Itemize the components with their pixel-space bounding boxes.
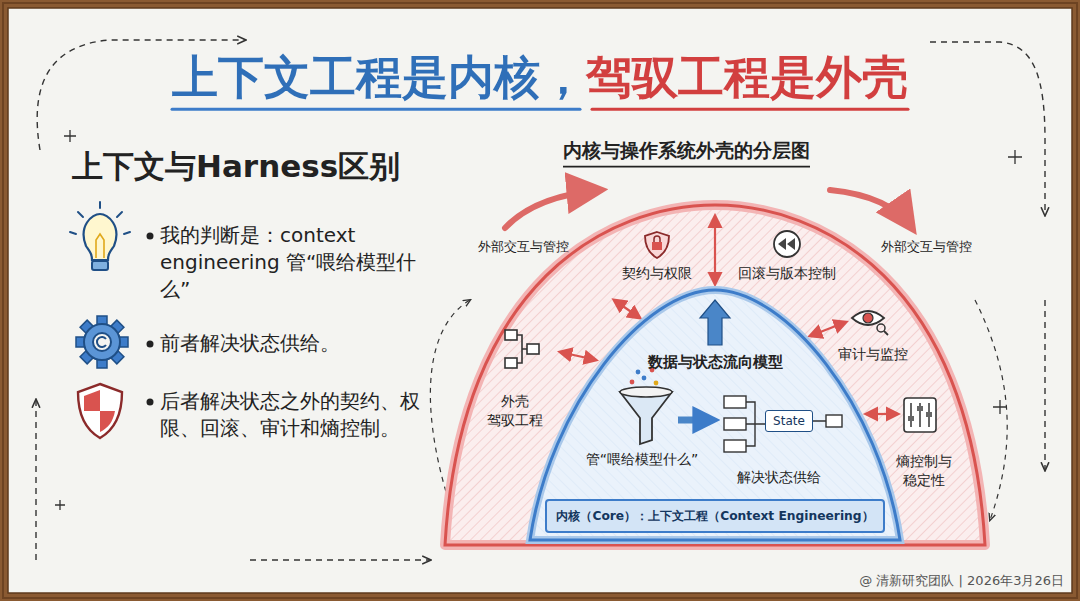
double-arrow	[866, 413, 898, 415]
up-arrow	[700, 300, 730, 345]
double-arrow	[614, 300, 640, 318]
state-box: State	[765, 410, 813, 432]
core-dome: 数据与状态流向模型管“喂给模型什么”解决状态供给内核（Core）：上下文工程（C…	[525, 285, 905, 545]
gear-icon	[76, 316, 128, 368]
core-band-text: 内核（Core）：上下文工程（Context Engineering）	[547, 501, 883, 531]
side-label: 外部交互与管控	[463, 238, 583, 256]
lock-icon	[645, 232, 669, 258]
layer-label: 熵控制与稳定性	[894, 452, 954, 490]
bullet-text: 我的判断是：context engineering 管“喂给模型什么”	[160, 222, 425, 303]
funnel-icon	[620, 368, 672, 444]
layer-label: 审计与监控	[836, 345, 910, 364]
sliders-icon	[904, 398, 936, 432]
rewind-icon	[774, 231, 800, 257]
bullet-text: 后者解决状态之外的契约、权限、回滚、审计和熵控制。	[160, 388, 425, 442]
state-text: State	[766, 411, 812, 431]
title-underline	[172, 108, 580, 111]
flow-arrow	[678, 417, 712, 424]
flowchart-icon	[505, 330, 539, 368]
flowchart-sketch	[724, 396, 842, 452]
feed-label: 管“喂给模型什么”	[562, 450, 722, 469]
title: 上下文工程是内核，驾驭工程是外壳	[172, 50, 908, 105]
title-underline	[592, 108, 908, 111]
lightbulb-icon	[70, 202, 130, 270]
layer-label: 回滚与版本控制	[735, 264, 839, 283]
supply-label: 解决状态供给	[724, 468, 834, 487]
double-arrow	[810, 322, 846, 336]
eye-icon	[852, 311, 888, 335]
caption: @ 清新研究团队 | 2026年3月26日	[859, 572, 1064, 590]
section-heading: 上下文与Harness区别	[72, 146, 452, 188]
shield-icon	[78, 384, 122, 438]
shell-label: 外壳 驾驭工程	[483, 392, 547, 430]
subtitle-underline	[563, 166, 810, 168]
core-band: 内核（Core）：上下文工程（Context Engineering）	[545, 499, 885, 533]
diagram-subtitle: 内核与操作系统外壳的分层图	[563, 138, 810, 164]
double-arrow	[714, 216, 716, 284]
layer-label: 契约与权限	[612, 264, 702, 283]
bullet-text: 前者解决状态供给。	[160, 330, 425, 357]
double-arrow	[560, 352, 596, 360]
flow-label: 数据与状态流向模型	[630, 352, 800, 372]
side-label: 外部交互与管控	[866, 238, 986, 256]
